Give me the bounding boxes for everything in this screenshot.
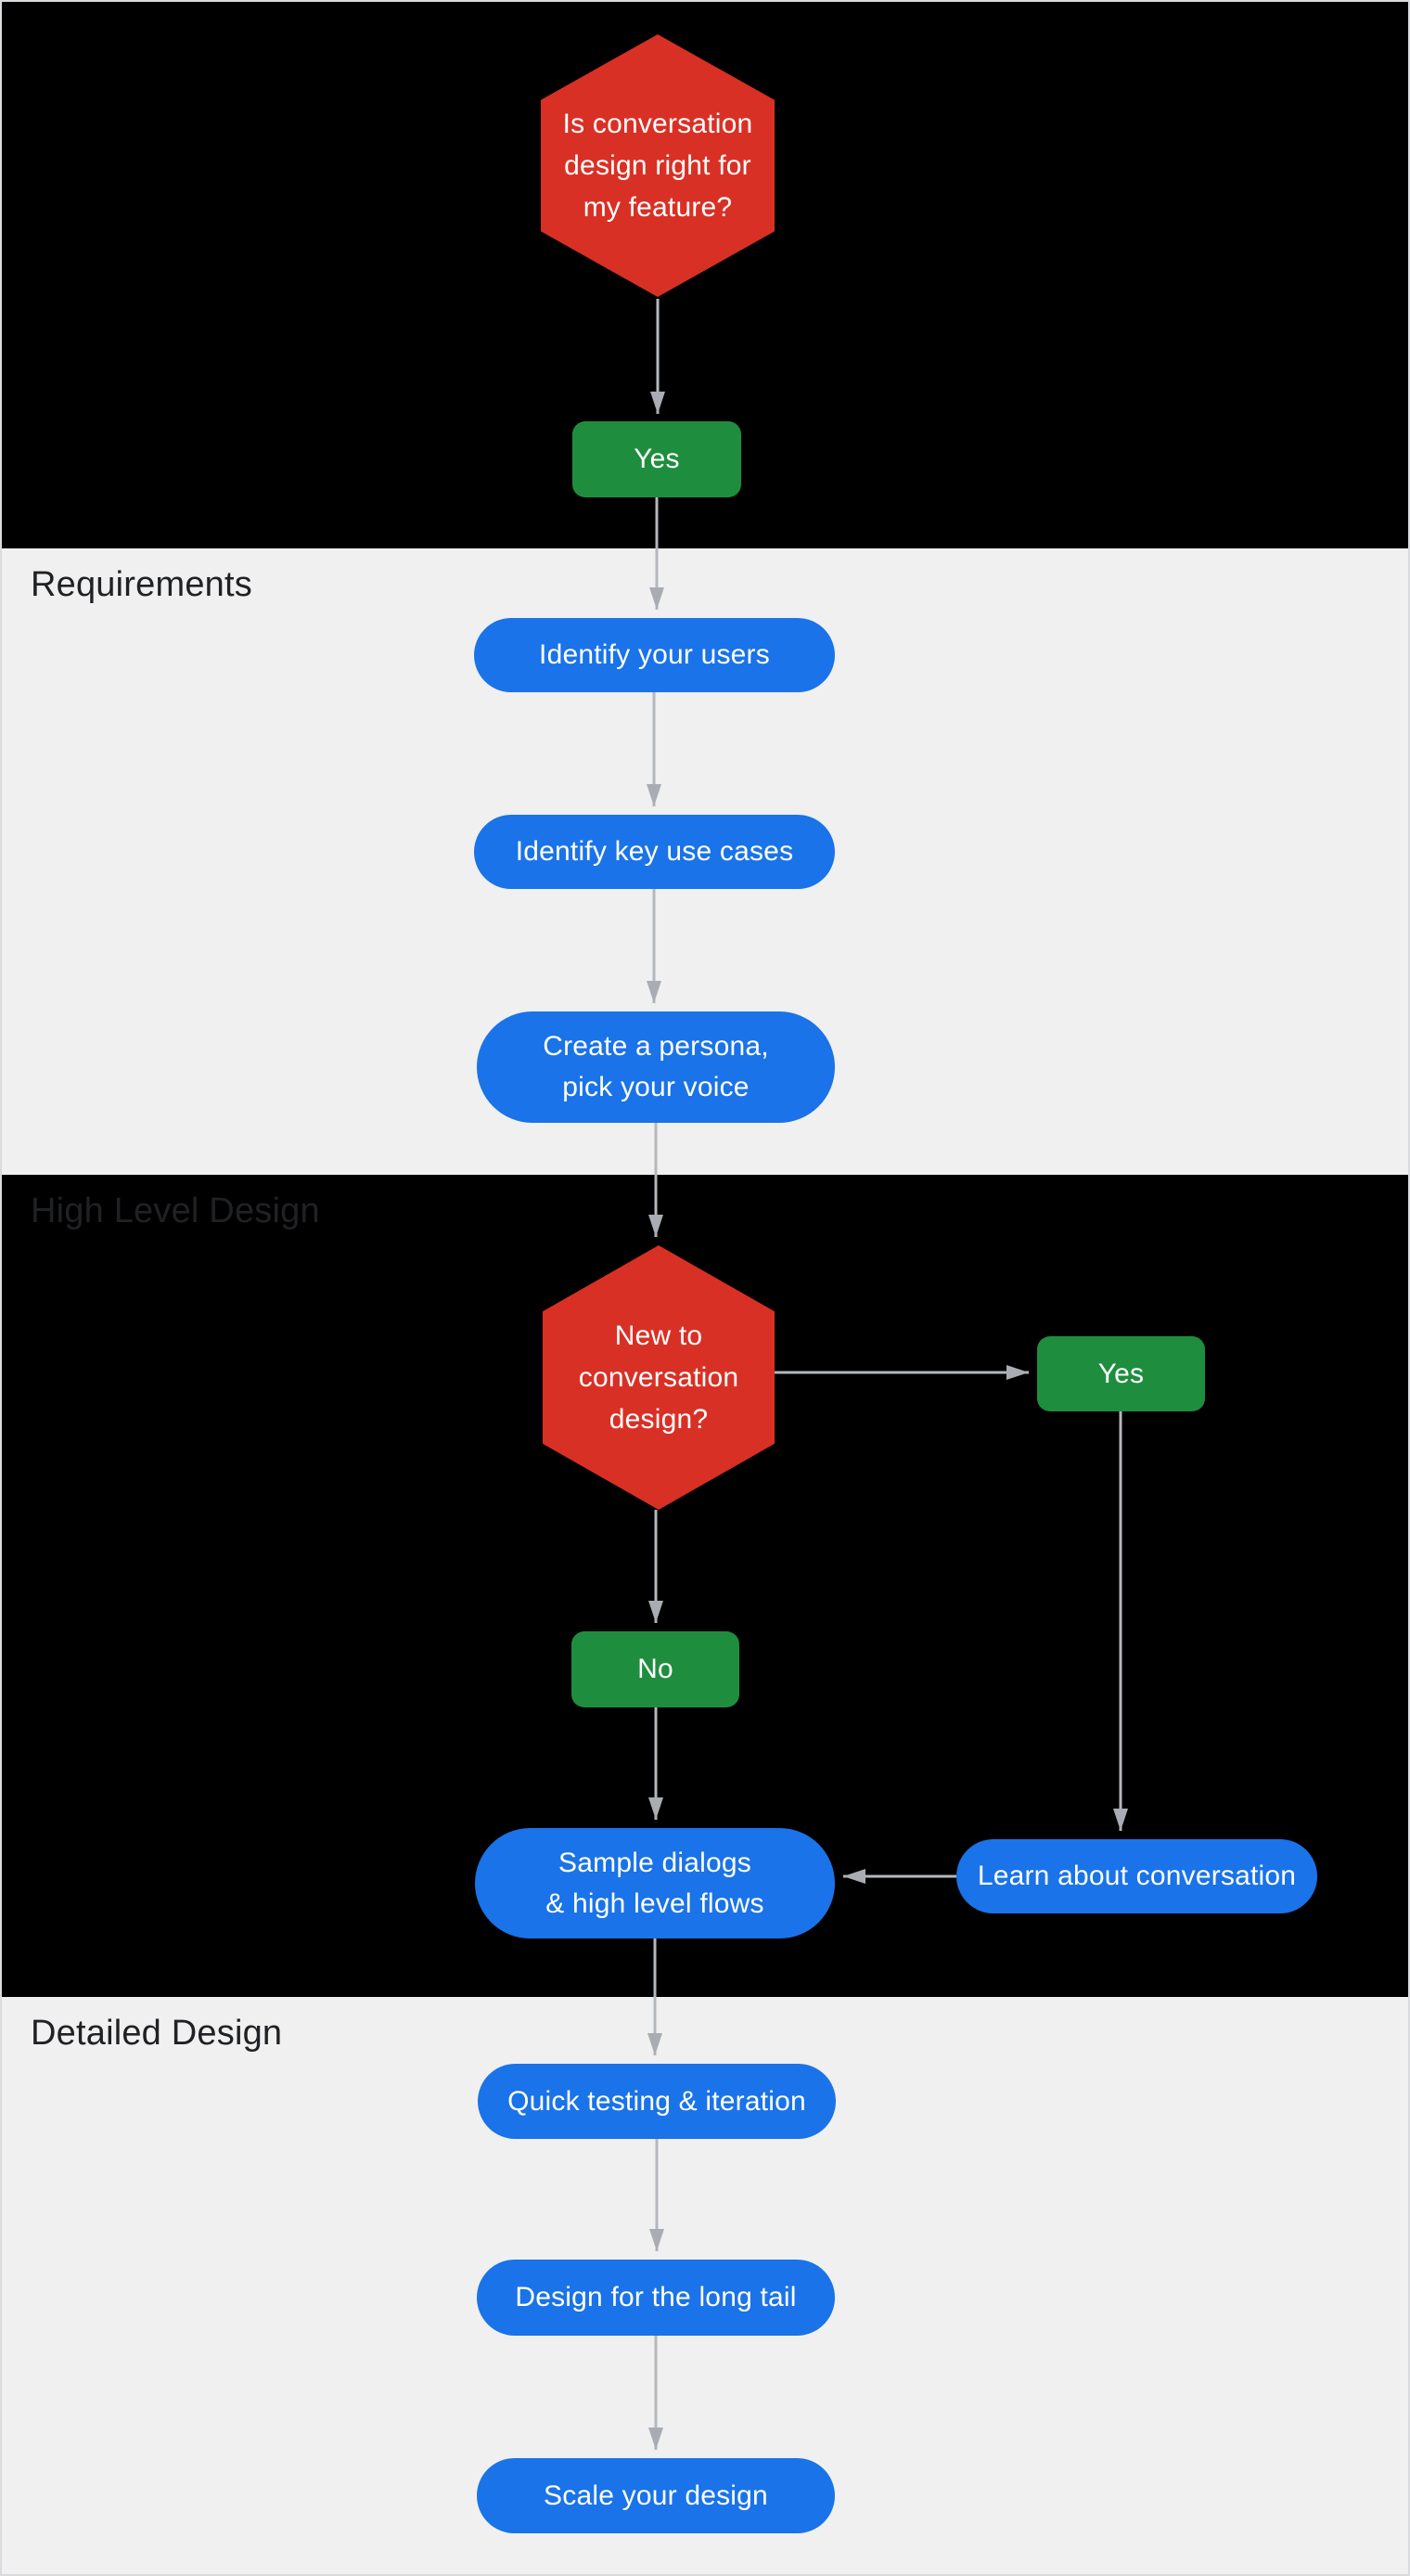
step-text-line: & high level flows (545, 1887, 764, 1919)
answer-label: Yes (1097, 1358, 1145, 1389)
step-design-for-the-long-tail: Design for the long tail (477, 2260, 835, 2336)
decision-text-line: conversation (578, 1362, 739, 1393)
answer-label: Yes (634, 444, 680, 474)
step-scale-your-design: Scale your design (477, 2458, 835, 2533)
answer-yes-new-to-design: Yes (1037, 1336, 1205, 1411)
step-learn-about-conversation: Learn about conversation (956, 1839, 1317, 1913)
answer-no-new-to-design: No (571, 1631, 739, 1707)
step-label: Learn about conversation (977, 1861, 1297, 1891)
step-create-persona-pick-voice: Create a persona, pick your voice (477, 1011, 835, 1123)
decision-text-line: design? (609, 1404, 709, 1435)
decision-text-line: New to (614, 1320, 703, 1351)
step-label: Identify your users (539, 639, 770, 670)
step-label: Quick testing & iteration (507, 2085, 806, 2117)
section-label-high-level-design: High Level Design (31, 1191, 320, 1230)
decision-text-line: design right for (564, 150, 751, 181)
step-text-line: Sample dialogs (558, 1847, 751, 1878)
section-label-detailed-design: Detailed Design (31, 2014, 283, 2053)
section-label-requirements: Requirements (31, 565, 252, 604)
answer-label: No (637, 1654, 673, 1684)
decision-new-to-conversation-design: New to conversation design? (543, 1245, 775, 1510)
step-text-line: pick your voice (562, 1072, 750, 1102)
step-identify-key-use-cases: Identify key use cases (474, 815, 835, 889)
answer-yes-start: Yes (572, 421, 741, 497)
step-text-line: Create a persona, (543, 1031, 769, 1062)
step-sample-dialogs-high-level-flows: Sample dialogs & high level flows (475, 1828, 835, 1938)
step-label: Scale your design (544, 2479, 768, 2511)
step-label: Design for the long tail (515, 2282, 797, 2312)
step-identify-your-users: Identify your users (474, 618, 835, 692)
decision-text-line: Is conversation (562, 109, 753, 139)
step-label: Identify key use cases (515, 836, 794, 867)
step-quick-testing-iteration: Quick testing & iteration (478, 2064, 836, 2139)
decision-text-line: my feature? (583, 192, 733, 223)
